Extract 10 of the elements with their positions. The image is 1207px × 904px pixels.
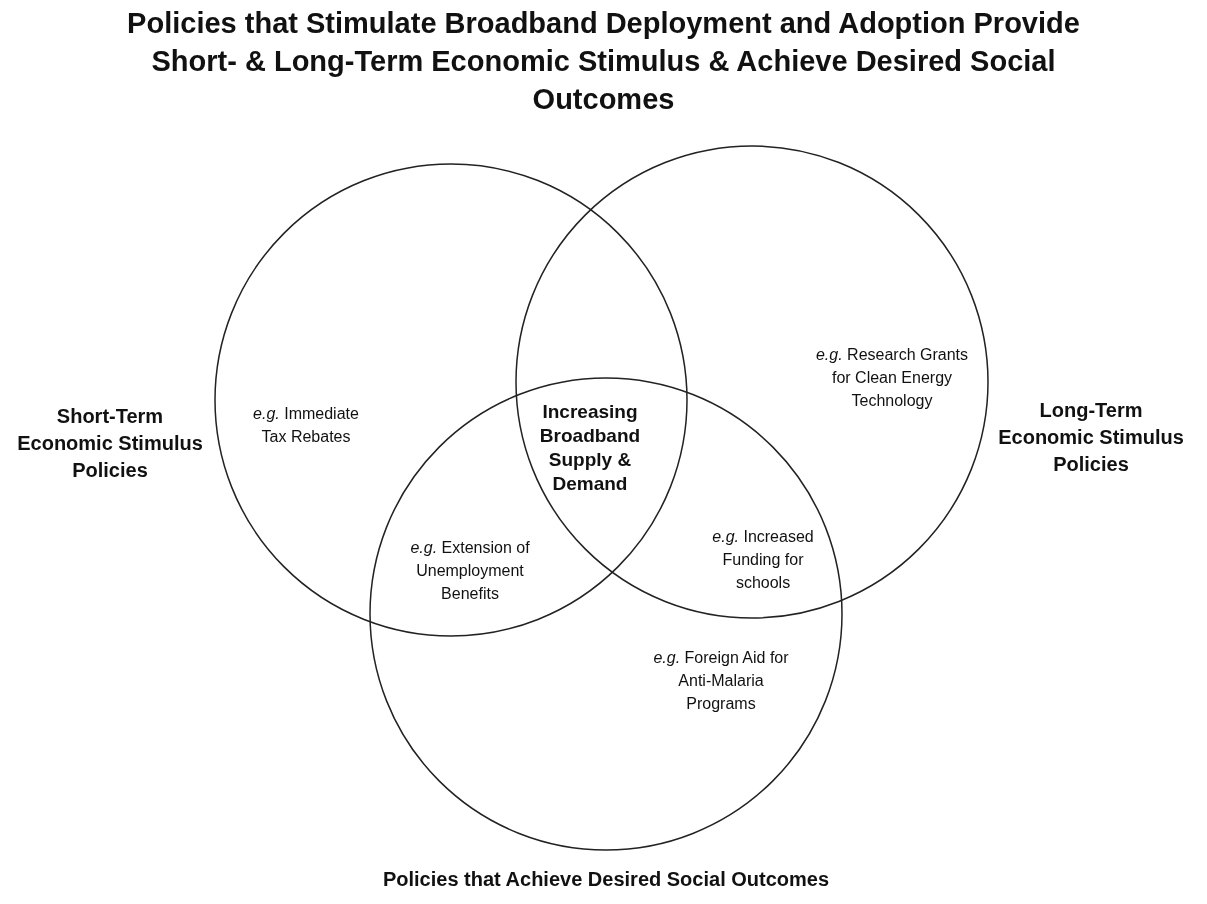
- set-heading: Policies that Achieve Desired Social Outcomes: [381, 867, 831, 892]
- set-heading: Long-Term Economic Stimulus Policies: [997, 398, 1185, 477]
- region-label: e.g. Extension of Unemployment Benefits: [409, 538, 531, 604]
- region-label: e.g. Increased Funding for schools: [711, 527, 815, 593]
- set-heading: Short-Term Economic Stimulus Policies: [16, 404, 204, 483]
- region-label: e.g. Foreign Aid for Anti-Malaria Programs: [652, 648, 790, 714]
- center-region-label: Increasing Broadband Supply & Demand: [538, 400, 642, 496]
- region-label: e.g. Immediate Tax Rebates: [252, 404, 360, 447]
- region-label: e.g. Research Grants for Clean Energy Technology: [814, 345, 970, 411]
- title: Policies that Stimulate Broadband Deployment and Adoption Provide Short- & Long-Term Economic Stimulus & Achieve Desired Social Outcomes: [126, 6, 1081, 117]
